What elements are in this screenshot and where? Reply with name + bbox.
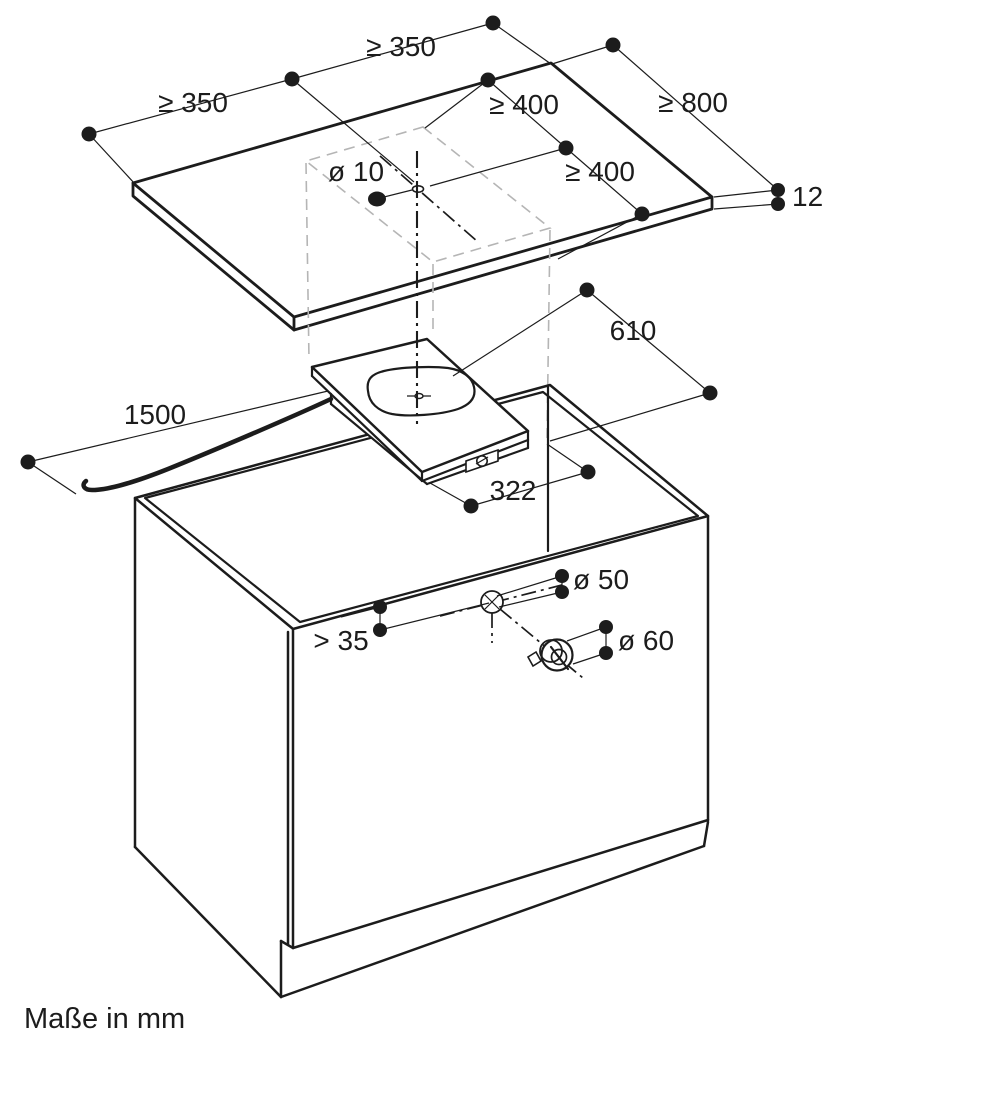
label-clearance-left: ≥ 350 xyxy=(158,87,228,118)
power-cable xyxy=(81,396,334,493)
hole-50-symbol xyxy=(480,590,504,614)
worktop-cutout-outline xyxy=(304,126,552,439)
label-knob-hole-diameter: ø 60 xyxy=(618,625,674,656)
dimension-dots xyxy=(20,15,785,660)
mains-terminal xyxy=(465,448,499,474)
control-knob xyxy=(526,638,574,672)
label-hole-diameter-top: ø 10 xyxy=(328,156,384,187)
label-cable-length: 1500 xyxy=(124,399,186,430)
dimension-labels: ≥ 350 ≥ 350 ≥ 400 ≥ 400 ≥ 800 12 ø 10 61… xyxy=(124,31,823,656)
label-cutout-width: 322 xyxy=(490,475,537,506)
label-worktop-thickness: 12 xyxy=(792,181,823,212)
label-clearance-right-front: ≥ 400 xyxy=(565,156,635,187)
dimension-lines xyxy=(27,22,779,665)
label-front-hole-diameter: ø 50 xyxy=(573,564,629,595)
front-panel-holes xyxy=(439,584,584,679)
label-clearance-back: ≥ 350 xyxy=(366,31,436,62)
label-worktop-depth: ≥ 800 xyxy=(658,87,728,118)
burner-outline xyxy=(366,365,476,417)
label-center-to-side: 610 xyxy=(610,315,657,346)
worktop-hole-centerlines xyxy=(379,155,479,243)
label-front-edge-distance: > 35 xyxy=(313,625,368,656)
label-clearance-right-back: ≥ 400 xyxy=(489,89,559,120)
units-note: Maße in mm xyxy=(24,1003,185,1035)
cooktop-module xyxy=(81,337,530,493)
base-cabinet xyxy=(133,383,710,999)
